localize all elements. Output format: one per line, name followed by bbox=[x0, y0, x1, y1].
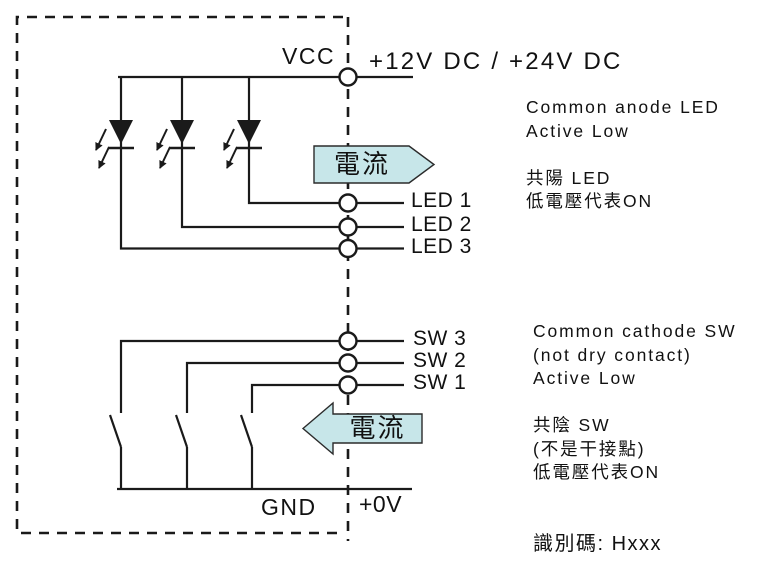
sw3-terminal-icon bbox=[338, 331, 358, 351]
sw3-wire bbox=[119, 339, 404, 413]
sw-note-zh-3: 低電壓代表ON bbox=[533, 462, 661, 482]
led2-terminal-icon bbox=[338, 217, 358, 237]
led-annotation-block: Common anode LED Active Low 共陽 LED 低電壓代表… bbox=[526, 96, 720, 214]
sw-note-en-3: Active Low bbox=[533, 368, 637, 388]
led1-wire bbox=[247, 77, 404, 205]
led-note-zh-1: 共陽 LED bbox=[526, 167, 612, 188]
sw2-terminal-icon bbox=[338, 353, 358, 373]
switch-3-blade-icon bbox=[108, 414, 123, 448]
current-label-top: 電流 bbox=[333, 149, 390, 179]
device-boundary-dashed-box bbox=[15, 15, 350, 541]
led-1-symbol-icon bbox=[223, 120, 262, 169]
sw1-terminal-label: SW 1 bbox=[413, 371, 467, 394]
current-label-bottom: 電流 bbox=[349, 413, 406, 443]
spacer bbox=[526, 143, 720, 167]
sw-annotation-block: Common cathode SW (not dry contact) Acti… bbox=[533, 320, 736, 485]
led-3-symbol-icon bbox=[95, 120, 134, 169]
sw2-terminal-label: SW 2 bbox=[413, 349, 467, 372]
sw-note-zh-1: 共陰 SW bbox=[533, 415, 611, 435]
led3-terminal-label: LED 3 bbox=[411, 235, 472, 258]
sw-note-en-2: (not dry contact) bbox=[533, 344, 692, 365]
sw2-wire bbox=[185, 361, 404, 413]
switch-blades bbox=[108, 414, 254, 448]
sw-note-zh-2: (不是干接點) bbox=[533, 438, 646, 459]
led2-terminal-label: LED 2 bbox=[411, 213, 472, 236]
led-2-symbol-icon bbox=[156, 120, 195, 169]
led1-terminal-label: LED 1 bbox=[411, 189, 472, 212]
led1-terminal-icon bbox=[338, 193, 358, 213]
sw-note-en-1: Common cathode SW bbox=[533, 321, 737, 341]
vcc-label: VCC bbox=[282, 43, 336, 69]
terminals bbox=[338, 67, 358, 395]
vcc-voltage-label: +12V DC / +24V DC bbox=[369, 48, 623, 75]
led-note-zh-2: 低電壓代表ON bbox=[526, 191, 654, 211]
sw1-terminal-icon bbox=[338, 375, 358, 395]
spacer bbox=[533, 391, 736, 415]
id-code-label: 識別碼: Hxxx bbox=[533, 533, 663, 555]
vcc-terminal-icon bbox=[338, 67, 358, 87]
gnd-label: GND bbox=[261, 494, 317, 520]
switch-2-blade-icon bbox=[174, 414, 189, 448]
gnd-voltage-label: +0V bbox=[359, 491, 403, 517]
led-symbols bbox=[95, 120, 262, 169]
current-arrow-right-icon bbox=[313, 145, 436, 184]
switch-1-blade-icon bbox=[239, 414, 254, 448]
current-arrow-left-icon bbox=[301, 401, 423, 456]
sw3-terminal-label: SW 3 bbox=[413, 327, 467, 350]
led-note-en-1: Common anode LED bbox=[526, 97, 720, 117]
led3-terminal-icon bbox=[338, 238, 358, 259]
led-note-en-2: Active Low bbox=[526, 120, 630, 141]
